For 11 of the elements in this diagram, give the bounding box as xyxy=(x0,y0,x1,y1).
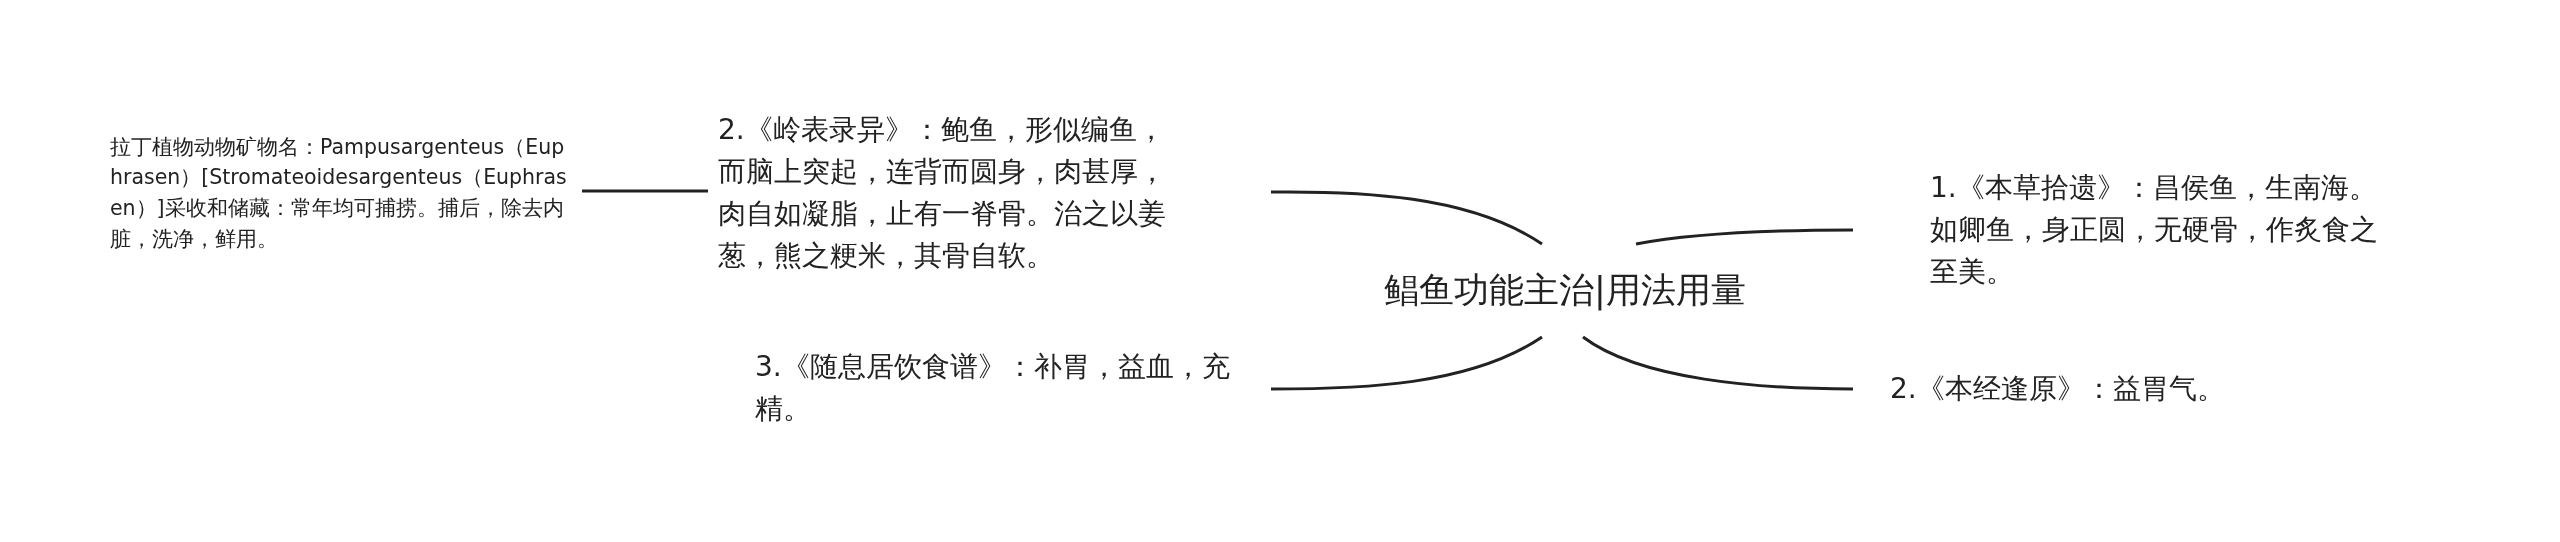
connector-line xyxy=(1635,228,1853,246)
branch-text: 2.《本经逢原》：益胃气。 xyxy=(1890,371,2226,407)
connector-line xyxy=(582,189,708,193)
branch-text: 1.《本草拾遗》：昌侯鱼，生南海。如卿鱼，身正圆，无硬骨，作炙食之至美。 xyxy=(1930,170,2379,290)
central-topic: 鲳鱼功能主治|用法用量 xyxy=(1384,269,1746,313)
branch-text: 3.《随息居饮食谱》：补胃，益血，充精。 xyxy=(755,348,1231,427)
connector-line xyxy=(1271,190,1543,246)
note-text: 拉丁植物动物矿物名：Pampusargenteus（Euphrasen）[Stromateoidesargenteus（Euphrasen）]采收和储藏：常年均可捕捞。捕后，除去内脏，洗净，鲜用。 xyxy=(110,133,568,253)
branch-text: 2.《岭表录异》：鲍鱼，形似编鱼，而脑上突起，连背而圆身，肉甚厚，肉自如凝脂，止有一脊骨。治之以姜葱，熊之粳米，其骨自软。 xyxy=(718,111,1167,274)
connector-line xyxy=(1271,335,1543,391)
connector-line xyxy=(1582,335,1853,391)
